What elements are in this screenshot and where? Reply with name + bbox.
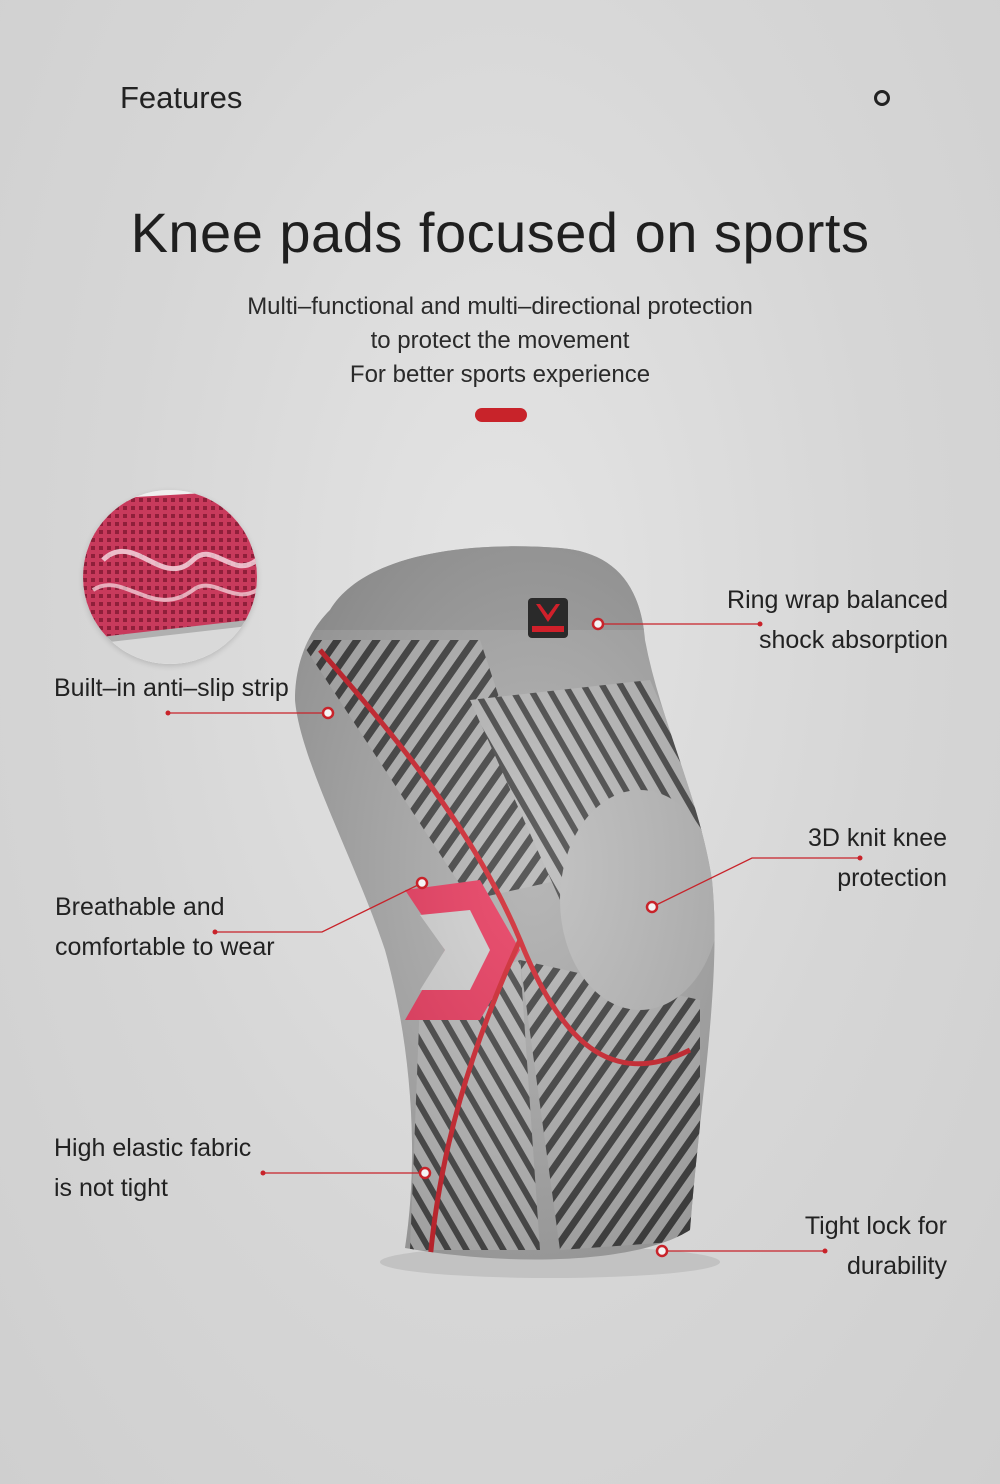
callout-breathable-line-2: comfortable to wear	[55, 933, 275, 961]
subtitle-line-2: to protect the movement	[370, 327, 630, 354]
callout-breathable-line-1: Breathable and	[55, 893, 225, 921]
callout-anti-slip-line-1: Built–in anti–slip strip	[54, 674, 289, 702]
subtitle-line-1: Multi–functional and multi–directional p…	[247, 293, 753, 320]
features-label: Features	[120, 80, 243, 115]
callout-3d-knit-line-1: 3D knit knee	[808, 824, 947, 852]
callout-elastic-line-2: is not tight	[54, 1174, 168, 1202]
callout-elastic: High elastic fabric is not tight	[54, 1128, 251, 1208]
callout-elastic-line-1: High elastic fabric	[54, 1134, 252, 1162]
subtitle: Multi–functional and multi–directional p…	[0, 290, 1000, 392]
callout-ring-wrap-line-2: shock absorption	[758, 626, 948, 654]
callout-ring-wrap: Ring wrap balanced shock absorption	[727, 580, 948, 660]
callout-3d-knit: 3D knit knee protection	[808, 818, 947, 898]
anti-slip-detail-image	[83, 490, 257, 664]
circle-icon	[874, 90, 890, 106]
callout-3d-knit-line-2: protection	[837, 864, 947, 892]
callout-ring-wrap-line-1: Ring wrap balanced	[727, 586, 948, 614]
accent-bar	[475, 408, 527, 422]
callout-tight-lock-line-2: durability	[846, 1252, 947, 1280]
subtitle-line-3: For better sports experience	[349, 361, 651, 388]
callout-tight-lock-line-1: Tight lock for	[804, 1212, 947, 1240]
page-title: Knee pads focused on sports	[130, 201, 870, 264]
callout-anti-slip: Built–in anti–slip strip	[54, 668, 289, 708]
callout-tight-lock: Tight lock for durability	[805, 1206, 947, 1286]
callout-breathable: Breathable and comfortable to wear	[55, 887, 275, 967]
